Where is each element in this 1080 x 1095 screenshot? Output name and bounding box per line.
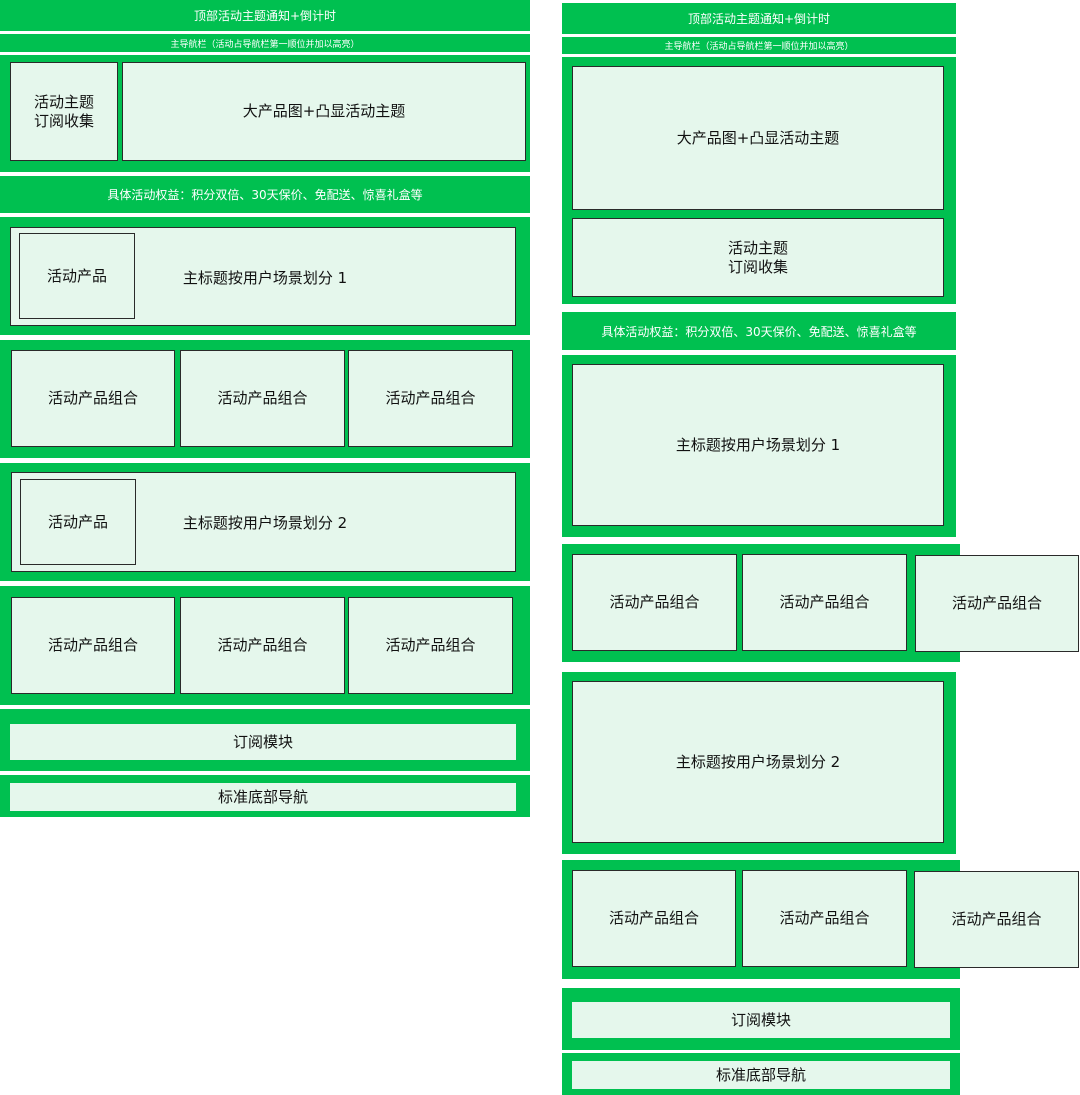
left-scene1-box xyxy=(10,227,516,326)
right-combo-row2-item: 活动产品组合 xyxy=(742,870,907,967)
left-main-nav-label: 主导航栏（活动占导航栏第一顺位并加以高亮） xyxy=(170,39,360,50)
left-subscribe-collect-box: 活动主题 订阅收集 xyxy=(10,62,118,161)
right-top-notice-label: 顶部活动主题通知+倒计时 xyxy=(687,12,831,26)
right-combo-row2-item: 活动产品组合 xyxy=(914,871,1079,968)
right-combo-row2-item: 活动产品组合 xyxy=(572,870,736,967)
left-benefits-label: 具体活动权益：积分双倍、30天保价、免配送、惊喜礼盒等 xyxy=(107,188,423,202)
right-main-nav-band xyxy=(562,37,956,54)
right-subscribe-collect-box: 活动主题 订阅收集 xyxy=(572,218,944,297)
left-hero-box: 大产品图+凸显活动主题 xyxy=(122,62,526,161)
left-combo-row1-item: 活动产品组合 xyxy=(11,350,175,447)
right-combo-row1-item: 活动产品组合 xyxy=(915,555,1079,652)
right-footer-nav-box: 标准底部导航 xyxy=(572,1061,950,1089)
left-top-notice-label: 顶部活动主题通知+倒计时 xyxy=(193,9,337,23)
left-footer-nav-box: 标准底部导航 xyxy=(10,783,516,811)
right-hero-box: 大产品图+凸显活动主题 xyxy=(572,66,944,210)
right-main-nav-label: 主导航栏（活动占导航栏第一顺位并加以高亮） xyxy=(664,42,854,52)
right-subscribe-module-box: 订阅模块 xyxy=(572,1002,950,1038)
left-scene1-product-box: 活动产品 xyxy=(19,233,135,319)
right-combo-row1-item: 活动产品组合 xyxy=(742,554,907,651)
left-scene2-box xyxy=(11,472,516,572)
left-scene2-title: 主标题按用户场景划分 2 xyxy=(182,513,348,532)
left-scene2-product-box: 活动产品 xyxy=(20,479,136,565)
right-benefits-band xyxy=(562,312,956,350)
right-benefits-label: 具体活动权益：积分双倍、30天保价、免配送、惊喜礼盒等 xyxy=(601,324,917,339)
left-top-notice-band xyxy=(0,0,530,31)
left-combo-row1-item: 活动产品组合 xyxy=(348,350,513,447)
left-combo-row2-item: 活动产品组合 xyxy=(11,597,175,694)
left-combo-row1-item: 活动产品组合 xyxy=(180,350,345,447)
right-combo-row1-item: 活动产品组合 xyxy=(572,554,737,651)
left-combo-row2-item: 活动产品组合 xyxy=(348,597,513,694)
right-top-notice-band xyxy=(562,3,956,34)
left-scene1-title: 主标题按用户场景划分 1 xyxy=(182,268,348,287)
left-combo-row2-item: 活动产品组合 xyxy=(180,597,345,694)
right-scene2-box: 主标题按用户场景划分 2 xyxy=(572,681,944,843)
left-main-nav-band xyxy=(0,34,530,52)
left-benefits-band xyxy=(0,176,530,213)
right-scene1-box: 主标题按用户场景划分 1 xyxy=(572,364,944,526)
left-subscribe-module-box: 订阅模块 xyxy=(10,724,516,760)
